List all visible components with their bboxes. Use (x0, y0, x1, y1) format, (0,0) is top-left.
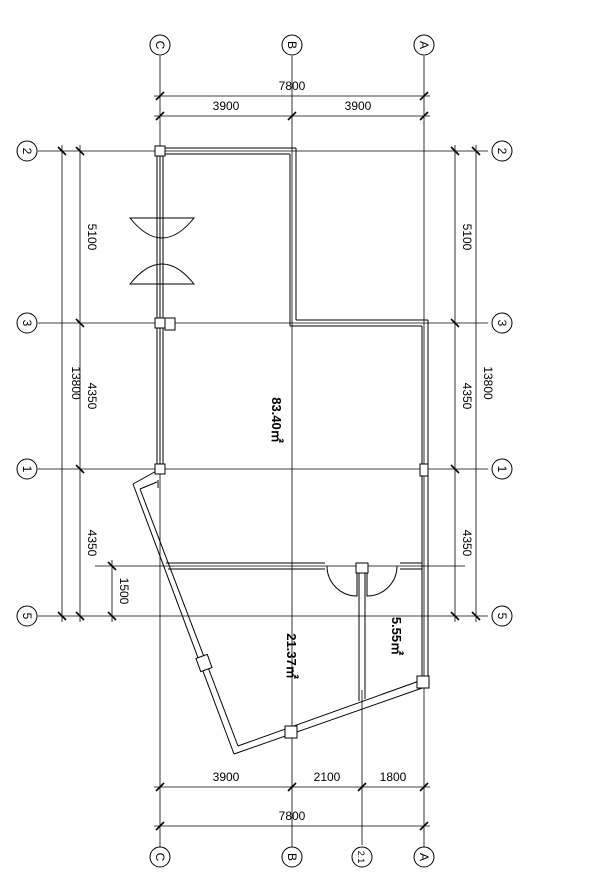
axis-label-2-left: 2 (20, 148, 34, 155)
axis-bubble-b-bottom (281, 846, 303, 868)
axis-label-1-right: 1 (495, 466, 509, 473)
axis-bubble-5-left (16, 605, 38, 627)
dim-bottom-mid: 2100 (314, 770, 341, 784)
axis-label-2-1-bottom: 2.1 (356, 851, 366, 864)
axis-label-1-left: 1 (20, 466, 34, 473)
bottom-dimensions: 3900 2100 1800 7800 (154, 770, 430, 831)
dim-left-c: 4350 (85, 530, 99, 557)
axis-bubble-1-right (491, 458, 513, 480)
axis-bubbles-right: 2 3 1 5 (491, 140, 513, 627)
axis-label-a-top: A (417, 41, 431, 49)
dim-left-d: 1500 (117, 578, 131, 605)
axis-bubble-2-1-bottom (351, 846, 373, 868)
left-dimensions: 13800 5100 4350 4350 1500 (57, 145, 131, 622)
axis-bubble-b-top (281, 34, 303, 56)
axis-label-c-bottom: C (153, 853, 167, 862)
dim-left-b: 4350 (85, 383, 99, 410)
column (154, 317, 166, 329)
axis-bubble-a-top (413, 34, 435, 56)
axis-label-5-left: 5 (20, 613, 34, 620)
axis-bubble-a-bottom (413, 846, 435, 868)
dim-left-total: 13800 (69, 366, 83, 400)
column (154, 463, 166, 475)
axis-bubble-c-top (149, 34, 171, 56)
area-labels: 83.40㎡ 21.37㎡ 5.55㎡ (269, 397, 404, 679)
dim-bottom-left: 3900 (213, 770, 240, 784)
door-swing-right (366, 565, 398, 597)
axis-label-3-left: 3 (20, 320, 34, 327)
axis-bubble-2-right (491, 140, 513, 162)
dim-right-total: 13800 (481, 366, 495, 400)
dim-bottom-total: 7800 (279, 809, 306, 823)
column (284, 725, 298, 739)
room-area-lower: 21.37㎡ (284, 633, 299, 679)
axis-bubble-5-right (491, 605, 513, 627)
column (154, 145, 166, 157)
axis-label-b-top: B (285, 41, 299, 49)
column (164, 317, 176, 331)
axis-lines (38, 56, 488, 848)
axis-bubbles-top: C B A (149, 34, 435, 56)
column (355, 562, 369, 574)
dim-bottom-right: 1800 (380, 770, 407, 784)
dim-left-a: 5100 (85, 224, 99, 251)
sliding-door-symbol (128, 217, 196, 285)
axis-label-2-right: 2 (495, 148, 509, 155)
room-area-main: 83.40㎡ (269, 397, 284, 443)
dim-right-c: 4350 (460, 530, 474, 557)
dim-right-b: 4350 (460, 383, 474, 410)
top-dimensions: 7800 3900 3900 (154, 79, 430, 121)
axis-bubble-c-bottom (149, 846, 171, 868)
axis-label-b-bottom: B (285, 853, 299, 861)
dim-top-left: 3900 (213, 99, 240, 113)
dim-top-total: 7800 (279, 79, 306, 93)
right-dimensions: 5100 4350 4350 13800 (450, 145, 495, 622)
axis-bubbles-left: 2 3 1 5 (16, 140, 38, 627)
dim-right-a: 5100 (460, 224, 474, 251)
axis-label-3-right: 3 (495, 320, 509, 327)
axis-bubbles-bottom: C B 2.1 A (149, 846, 435, 868)
axis-label-a-bottom: A (417, 853, 431, 861)
columns (154, 145, 430, 739)
axis-bubble-1-left (16, 458, 38, 480)
column (416, 675, 430, 689)
axis-bubble-3-left (16, 312, 38, 334)
doors (128, 217, 398, 597)
axis-bubble-3-right (491, 312, 513, 334)
axis-bubble-2-left (16, 140, 38, 162)
dim-top-right: 3900 (345, 99, 372, 113)
column (419, 463, 429, 477)
axis-label-5-right: 5 (495, 613, 509, 620)
door-swing-left (326, 565, 358, 597)
axis-label-c-top: C (153, 41, 167, 50)
walls (132, 147, 429, 755)
column (195, 653, 213, 673)
room-area-small: 5.55㎡ (389, 617, 404, 655)
